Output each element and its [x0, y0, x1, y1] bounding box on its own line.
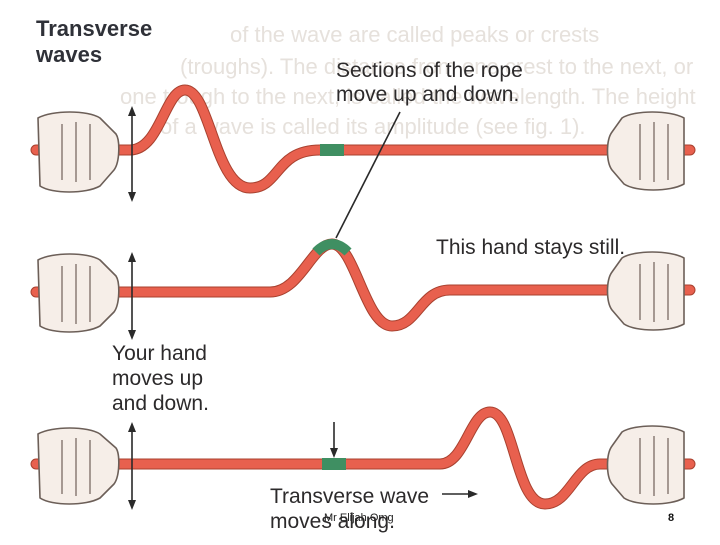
rope-marker — [322, 458, 346, 470]
caption-line: move up and down. — [336, 83, 519, 106]
title-line: waves — [35, 42, 102, 67]
left-hand-1 — [38, 112, 119, 192]
caption-line: Sections of the rope — [336, 59, 523, 82]
background-text-line: of the wave are called peaks or crests — [230, 22, 599, 47]
caption-transverse-wave: Transverse wave moves along. — [270, 485, 429, 533]
caption-your-hand: Your hand moves up and down. — [112, 342, 209, 415]
caption-line: Your hand — [112, 342, 207, 365]
caption-hand-still: This hand stays still. — [436, 236, 625, 259]
rope-marker — [316, 244, 348, 252]
page-number: 8 — [668, 512, 674, 524]
left-hand-2 — [38, 254, 119, 332]
caption-sections: Sections of the rope move up and down. — [336, 59, 523, 106]
caption-line: Transverse wave — [270, 485, 429, 508]
background-text-line: of a wave is called its amplitude (see f… — [160, 114, 586, 139]
caption-line: and down. — [112, 392, 209, 415]
right-hand-3 — [608, 426, 685, 504]
right-hand-1 — [608, 112, 685, 190]
marker-arrow — [330, 422, 338, 458]
title-line: Transverse — [36, 16, 152, 41]
diagram-title: Transverse waves — [35, 16, 152, 67]
footer-author: Mr Elijah Omg — [324, 512, 394, 524]
rope-marker — [320, 144, 344, 156]
left-hand-3 — [38, 428, 119, 504]
direction-arrow — [442, 490, 478, 498]
right-hand-2 — [608, 252, 685, 330]
caption-line: moves up — [112, 367, 203, 390]
